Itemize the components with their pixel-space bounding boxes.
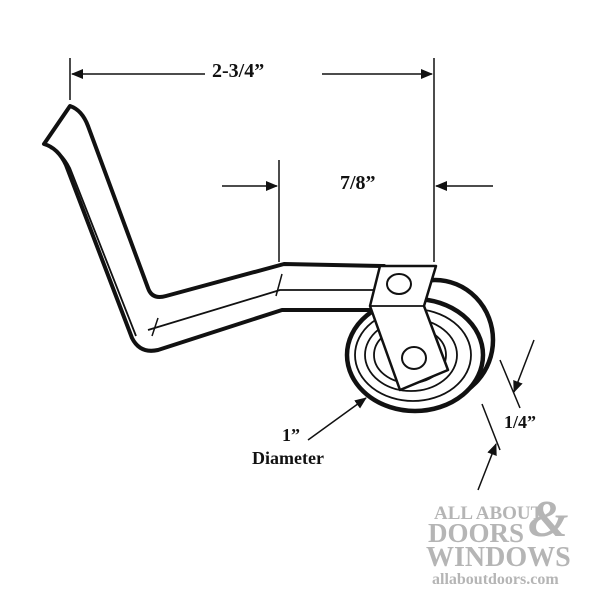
overall-length-dimension — [69, 58, 435, 262]
logo-line-windows: WINDOWS — [426, 542, 571, 573]
wheel-width-label: 1/4” — [504, 412, 537, 432]
bent-bracket — [42, 104, 386, 353]
bracket-offset-label: 7/8” — [340, 172, 376, 194]
bracket-offset-dimension — [222, 160, 493, 262]
logo-ampersand: & — [528, 491, 569, 548]
diameter-leader — [307, 397, 367, 441]
logo-line-all-about: ALL ABOUT — [434, 503, 544, 524]
wheel-diameter-value: 1” — [282, 425, 300, 445]
wheel-width-dimension — [477, 339, 535, 491]
wheel-diameter-label: Diameter — [252, 448, 324, 468]
logo-url: allaboutdoors.com — [432, 571, 559, 588]
overall-length-label: 2-3/4” — [212, 60, 265, 82]
logo-line-doors: DOORS — [428, 518, 525, 548]
axle-fork — [368, 264, 450, 392]
